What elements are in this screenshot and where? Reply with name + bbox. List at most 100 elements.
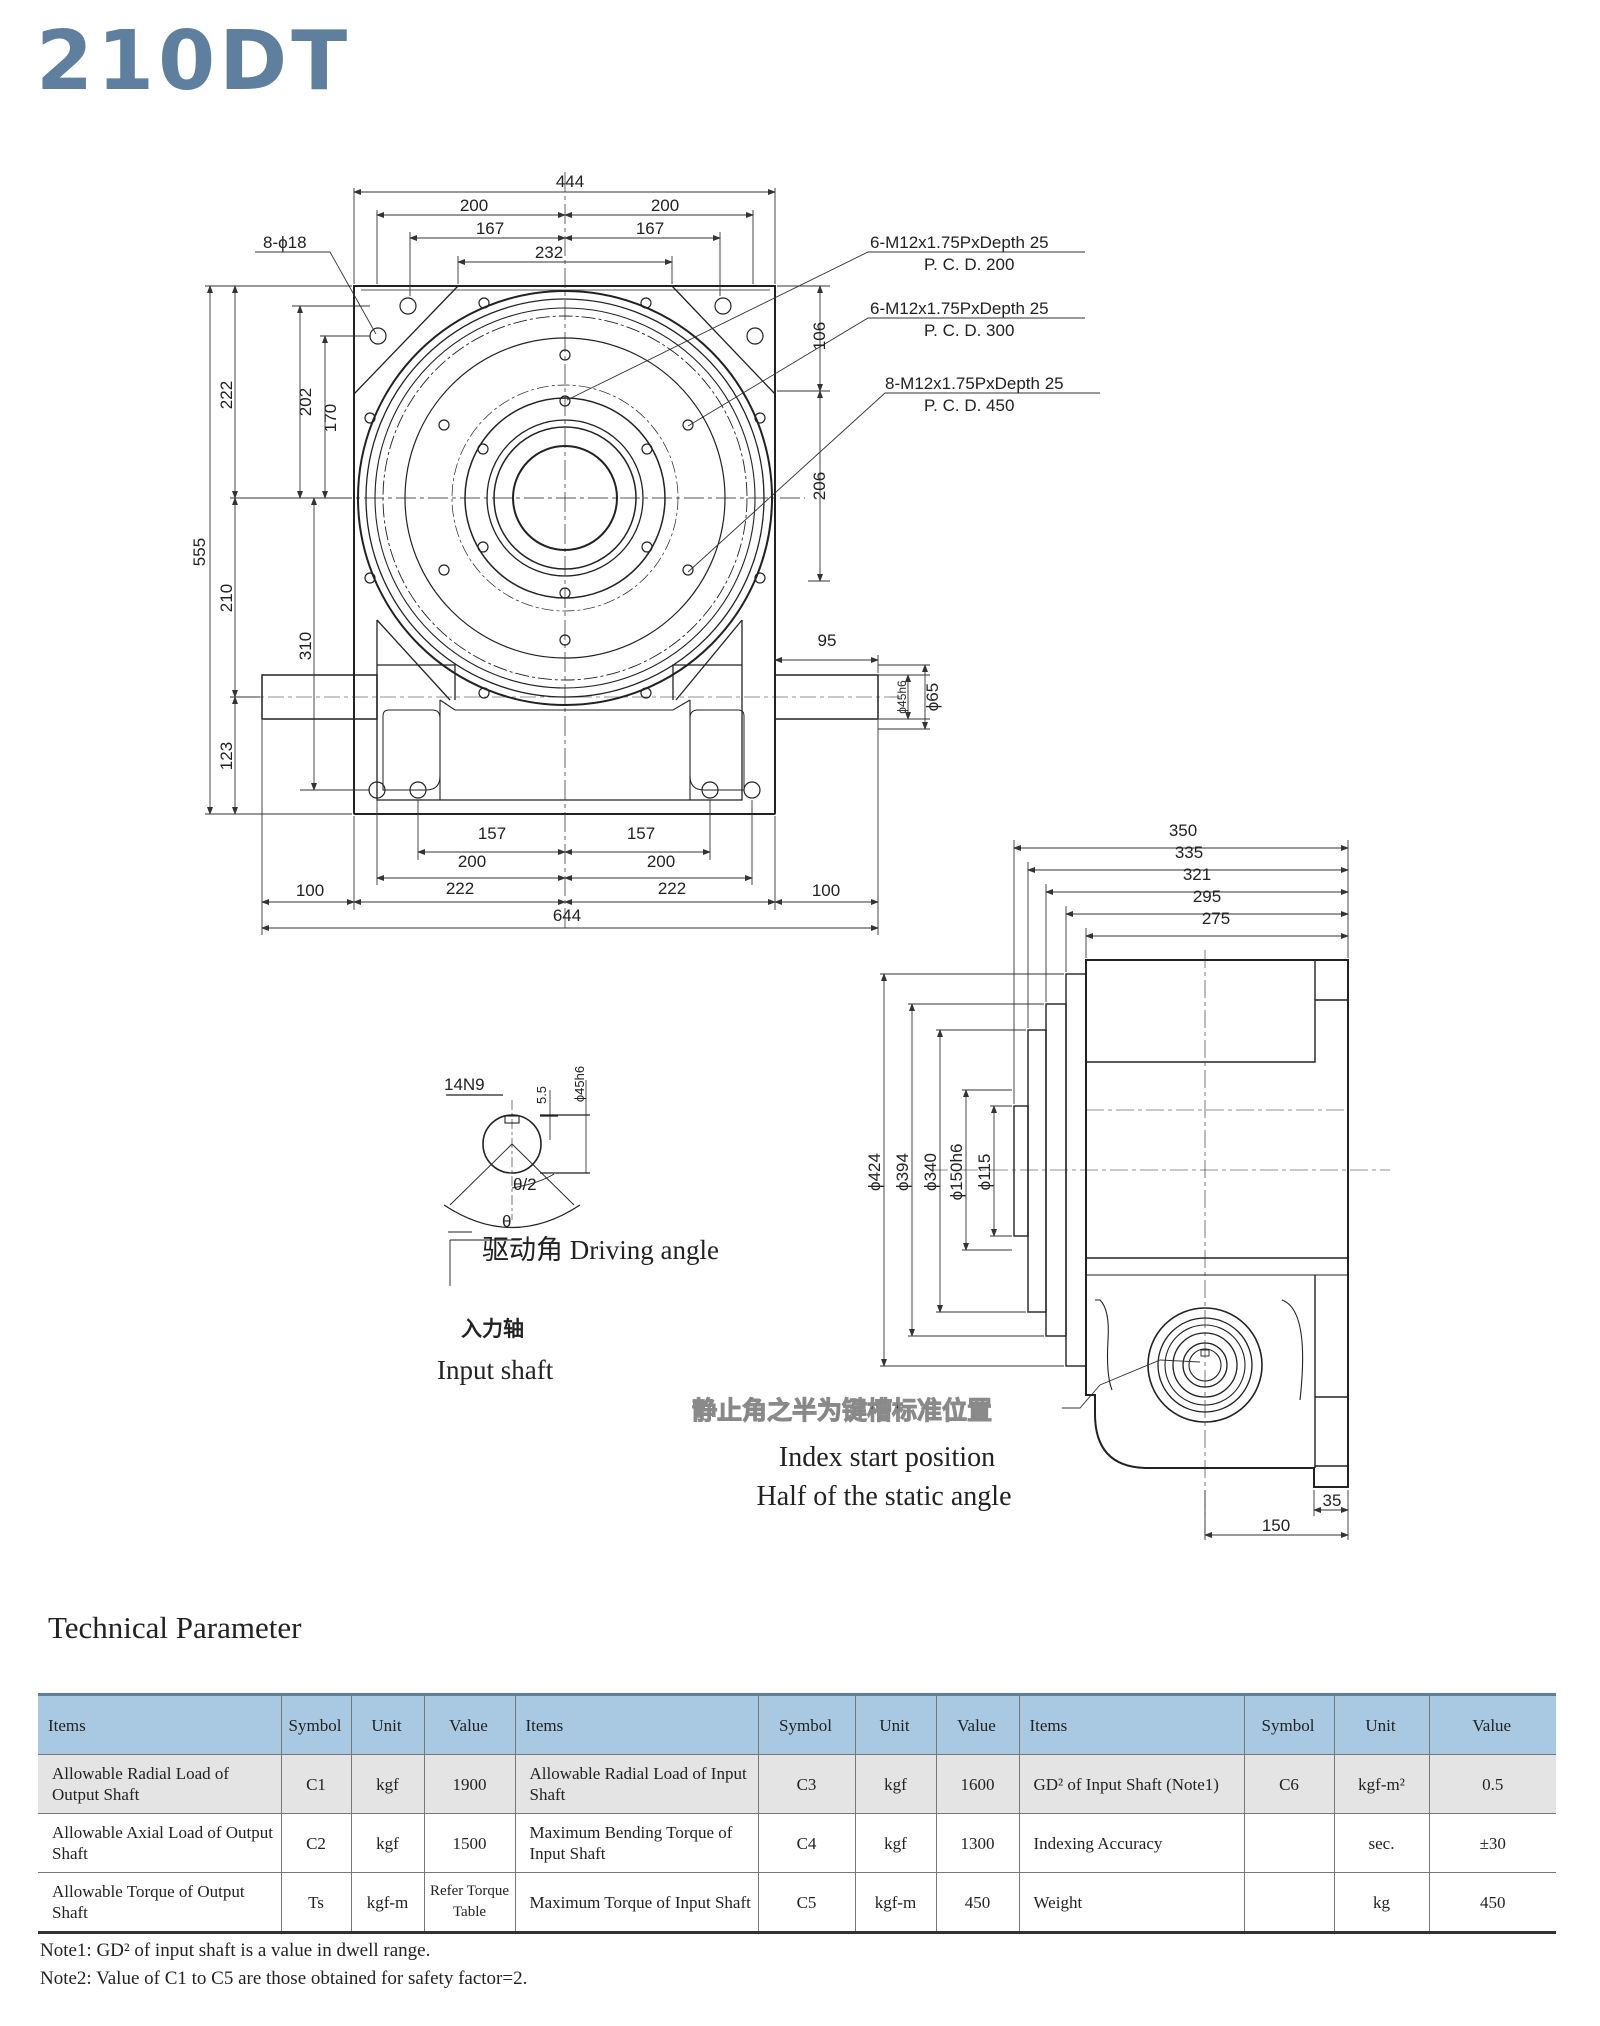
- dim-210: 210: [217, 584, 236, 612]
- header-symbol: Symbol: [1243, 1693, 1334, 1755]
- header-items: Items: [1018, 1693, 1244, 1755]
- dim-phi115: ϕ115: [975, 1154, 994, 1191]
- cell-symbol: C1: [280, 1754, 351, 1814]
- index-start-cn: 静止角之半为键槽标准位置: [692, 1396, 992, 1425]
- cell-value: 1600: [935, 1754, 1019, 1814]
- header-symbol: Symbol: [280, 1693, 351, 1755]
- cell-unit: kgf-m: [854, 1872, 936, 1934]
- dim-222: 222: [217, 381, 236, 409]
- cell-value: 1500: [423, 1813, 515, 1873]
- callout-1-pcd: P. C. D. 200: [924, 255, 1014, 274]
- dim-top-167-left: 167: [476, 219, 504, 238]
- side-view: [930, 950, 1390, 1540]
- cell-symbol: C3: [757, 1754, 855, 1814]
- dim-top-200-right: 200: [651, 196, 679, 215]
- dim-321: 321: [1183, 865, 1211, 884]
- key-width-label: 14N9: [444, 1075, 485, 1094]
- cell-value: 450: [1428, 1872, 1556, 1934]
- note-1: Note1: GD² of input shaft is a value in …: [40, 1940, 431, 1961]
- cell-value: 1900: [423, 1754, 515, 1814]
- cell-unit: kgf: [854, 1754, 936, 1814]
- dim-phi424: ϕ424: [865, 1153, 884, 1191]
- dim-phi150h6: ϕ150h6: [947, 1144, 966, 1201]
- cell-unit: kgf: [350, 1813, 424, 1873]
- dim-222-bottom-right: 222: [658, 879, 686, 898]
- header-unit: Unit: [350, 1693, 424, 1755]
- cell-symbol: C4: [757, 1813, 855, 1873]
- dim-phi394: ϕ394: [893, 1153, 912, 1191]
- header-unit: Unit: [1333, 1693, 1429, 1755]
- dim-295: 295: [1193, 887, 1221, 906]
- cell-unit: kgf: [350, 1754, 424, 1814]
- angle-label: θ: [502, 1212, 511, 1231]
- dim-top-200-left: 200: [460, 196, 488, 215]
- housing-outline: [353, 285, 776, 815]
- cell-value: 0.5: [1428, 1754, 1556, 1814]
- header-items: Items: [514, 1693, 758, 1755]
- cell-unit: kg: [1333, 1872, 1429, 1934]
- dim-202: 202: [296, 388, 315, 416]
- dim-phi340: ϕ340: [921, 1153, 940, 1191]
- header-value: Value: [423, 1693, 515, 1755]
- dim-phi45h6: ϕ45h6: [895, 680, 909, 714]
- cell-symbol: C6: [1243, 1754, 1334, 1814]
- dim-644: 644: [553, 906, 581, 925]
- cell-unit: sec.: [1333, 1813, 1429, 1873]
- table-row: Allowable Torque of Output Shaft Ts kgf-…: [38, 1872, 1556, 1934]
- dim-157-left: 157: [478, 824, 506, 843]
- cell-value: ±30: [1428, 1813, 1556, 1873]
- side-dimension-lines: [880, 840, 1349, 1540]
- cell-item: Allowable Radial Load of Input Shaft: [514, 1754, 758, 1814]
- cell-item: Indexing Accuracy: [1018, 1813, 1244, 1873]
- note-2: Note2: Value of C1 to C5 are those obtai…: [40, 1968, 528, 1989]
- dim-100-right: 100: [812, 881, 840, 900]
- dim-206: 206: [810, 472, 829, 500]
- cell-item: Maximum Bending Torque of Input Shaft: [514, 1813, 758, 1873]
- dim-35: 35: [1323, 1491, 1342, 1510]
- dim-157-right: 157: [627, 824, 655, 843]
- callout-2-pcd: P. C. D. 300: [924, 321, 1014, 340]
- keyway-detail: [443, 1080, 590, 1286]
- cell-item: Allowable Radial Load of Output Shaft: [38, 1754, 281, 1814]
- mount-holes-label: 8-ϕ18: [263, 233, 307, 252]
- table-header-row: Items Symbol Unit Value Items Symbol Uni…: [38, 1693, 1556, 1755]
- keyway-shaft-dia: ϕ45h6: [572, 1066, 587, 1102]
- dim-275: 275: [1202, 909, 1230, 928]
- front-dimension-lines: [205, 188, 1100, 935]
- dim-335: 335: [1175, 843, 1203, 862]
- callout-3-spec: 8-M12x1.75PxDepth 25: [885, 374, 1064, 393]
- callout-1-spec: 6-M12x1.75PxDepth 25: [870, 233, 1049, 252]
- dim-170: 170: [321, 404, 340, 432]
- model-title: 210DT: [36, 14, 352, 109]
- dim-222-bottom-left: 222: [446, 879, 474, 898]
- cell-value: Refer Torque Table: [423, 1872, 515, 1934]
- notes: Note1: GD² of input shaft is a value in …: [40, 1937, 527, 1993]
- key-depth-label: 5.5: [534, 1086, 549, 1104]
- cell-item: Allowable Axial Load of Output Shaft: [38, 1813, 281, 1873]
- header-symbol: Symbol: [757, 1693, 855, 1755]
- cell-value: 450: [935, 1872, 1019, 1934]
- cell-symbol: [1243, 1872, 1334, 1934]
- dim-top-167-right: 167: [636, 219, 664, 238]
- cell-item: Weight: [1018, 1872, 1244, 1934]
- header-unit: Unit: [854, 1693, 936, 1755]
- cell-unit: kgf-m: [350, 1872, 424, 1934]
- half-angle-label: θ/2: [513, 1175, 537, 1194]
- dim-100-left: 100: [296, 881, 324, 900]
- input-shaft-en: Input shaft: [437, 1355, 554, 1385]
- header-items: Items: [38, 1693, 281, 1755]
- technical-parameter-heading: Technical Parameter: [48, 1610, 302, 1645]
- dim-350: 350: [1169, 821, 1197, 840]
- header-value: Value: [935, 1693, 1019, 1755]
- dim-phi65: ϕ65: [923, 683, 942, 711]
- dim-top-232: 232: [535, 243, 563, 262]
- cell-symbol: C5: [757, 1872, 855, 1934]
- dim-310: 310: [296, 632, 315, 660]
- dim-123: 123: [217, 742, 236, 770]
- dim-top-444: 444: [556, 172, 584, 191]
- front-view: [240, 172, 900, 930]
- cell-value: 1300: [935, 1813, 1019, 1873]
- cell-symbol: [1243, 1813, 1334, 1873]
- cell-symbol: Ts: [280, 1872, 351, 1934]
- dim-555: 555: [190, 538, 209, 566]
